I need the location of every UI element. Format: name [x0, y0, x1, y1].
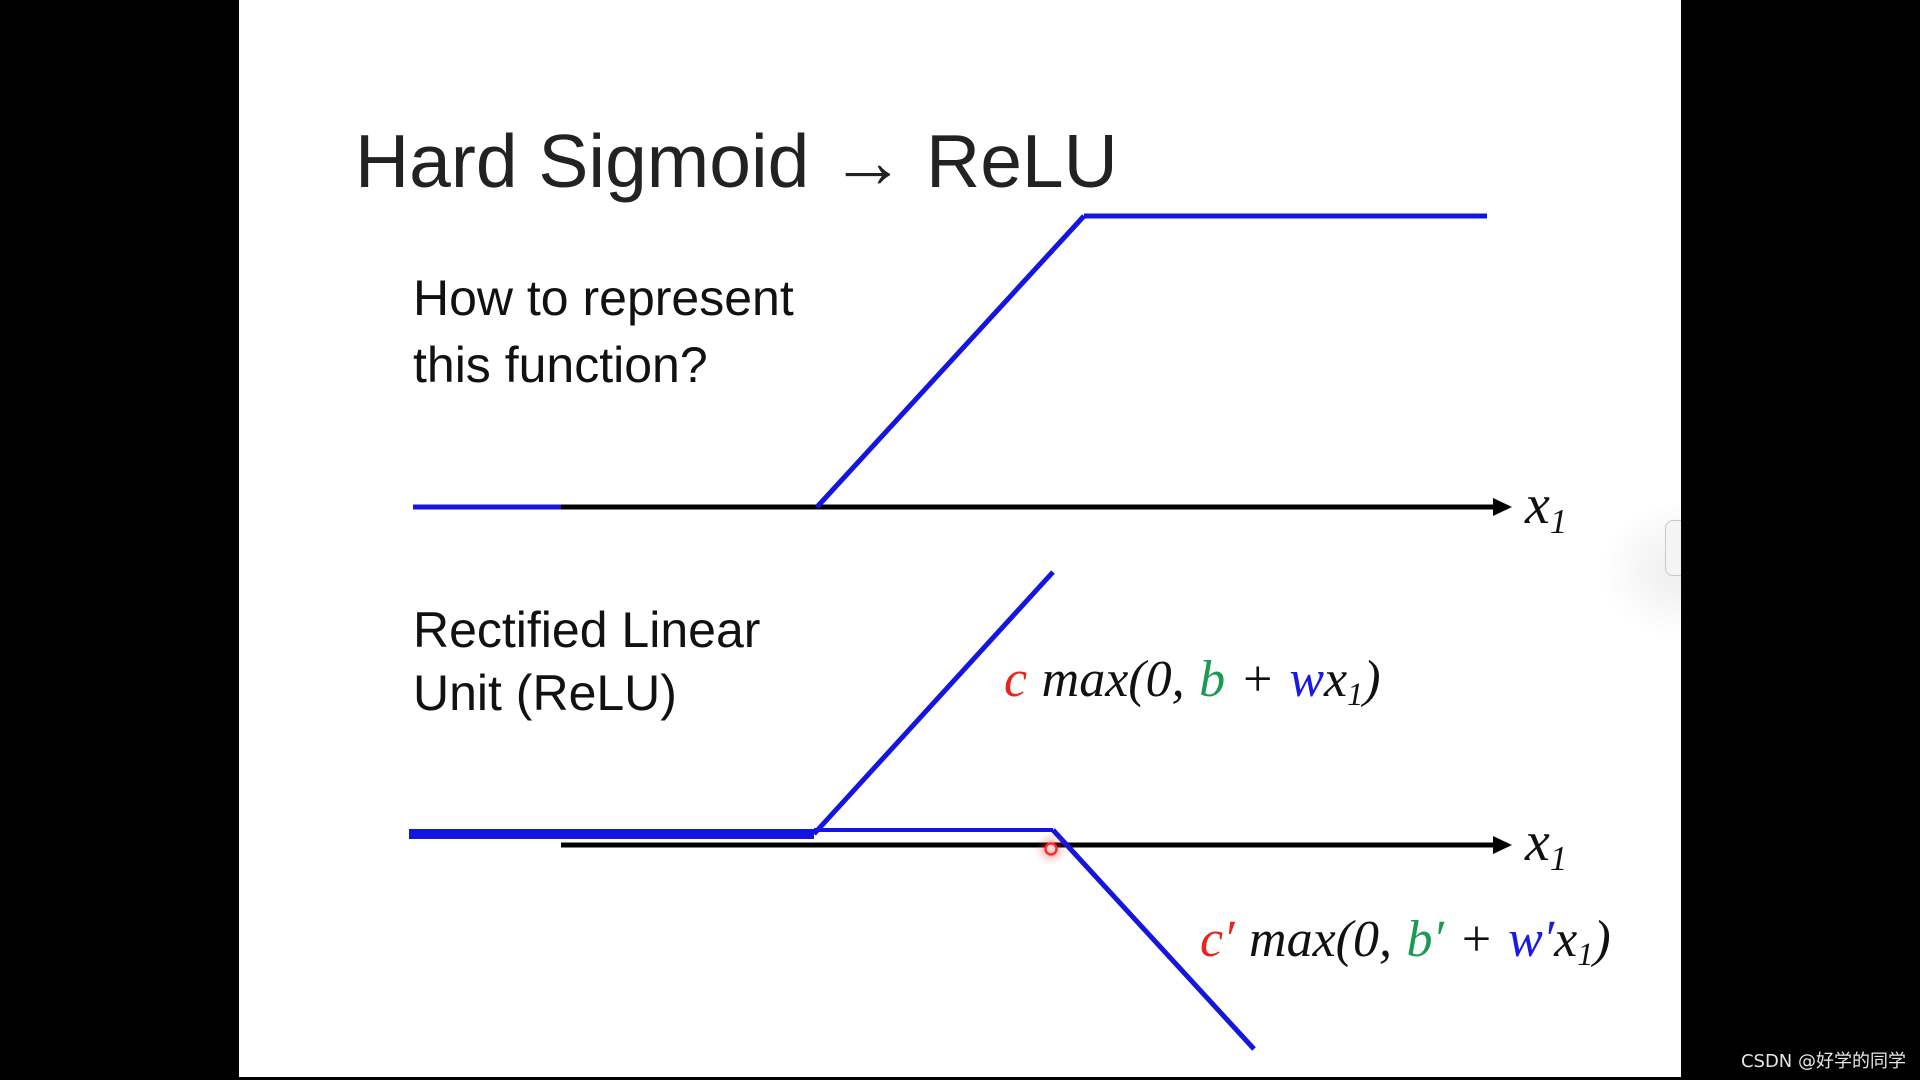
formula-close: ) — [1363, 651, 1381, 708]
relu-upper-ramp — [812, 570, 1055, 836]
cursor-pointer-dot — [1044, 842, 1058, 856]
formula-coefficient: c — [1004, 651, 1028, 708]
top-curve-ramp — [815, 214, 1086, 509]
bottom-x-axis-label: x1 — [1525, 811, 1567, 876]
axis-variable: x — [1525, 811, 1550, 873]
relu-caption-line-1: Rectified Linear — [413, 602, 761, 658]
top-x-axis-label: x1 — [1525, 474, 1567, 539]
csdn-watermark: CSDN @好学的同学 — [1740, 1051, 1906, 1072]
formula-plus: + — [1239, 651, 1275, 708]
top-x-axis-arrowhead — [1493, 498, 1512, 516]
formula-max-open: max(0, — [1041, 651, 1185, 708]
formula-weight: w — [1289, 651, 1325, 708]
formula-close: ) — [1593, 911, 1611, 968]
lecture-slide — [239, 0, 1681, 1077]
relu-lower-ramp — [1051, 828, 1256, 1051]
relu-caption-line-2: Unit (ReLU) — [413, 665, 677, 721]
formula-variable: x — [1324, 651, 1348, 708]
axis-subscript: 1 — [1549, 838, 1568, 878]
bottom-x-axis-arrowhead — [1493, 836, 1512, 854]
formula-subscript: 1 — [1577, 936, 1594, 973]
slide-title: Hard Sigmoid → ReLU — [355, 119, 1118, 203]
relu-lower-formula: c′max(0,b′+w′x1) — [1200, 911, 1611, 971]
axis-subscript: 1 — [1549, 501, 1568, 541]
formula-bias: b′ — [1406, 911, 1444, 968]
formula-plus: + — [1458, 911, 1494, 968]
formula-weight: w′ — [1508, 911, 1555, 968]
formula-subscript: 1 — [1347, 676, 1364, 713]
formula-bias: b — [1199, 651, 1226, 708]
side-panel-handle[interactable] — [1665, 520, 1681, 576]
formula-max-open: max(0, — [1249, 911, 1392, 968]
formula-variable: x — [1554, 911, 1578, 968]
question-line-1: How to represent — [413, 270, 794, 326]
formula-coefficient: c′ — [1200, 911, 1235, 968]
axis-variable: x — [1525, 474, 1550, 536]
question-line-2: this function? — [413, 337, 708, 393]
